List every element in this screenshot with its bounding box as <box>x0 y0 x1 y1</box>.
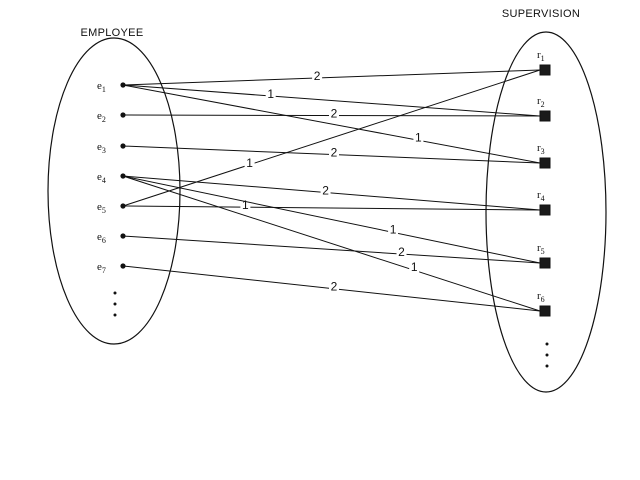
relationship-node-r1: r1 <box>537 49 551 76</box>
employee-label: e2 <box>97 110 106 124</box>
employee-node-e5: e5 <box>97 201 126 215</box>
employee-point <box>120 143 126 149</box>
edge-e5-r4 <box>122 205 541 211</box>
edge-e5-r1 <box>122 69 541 207</box>
edge-e4-r5 <box>122 175 541 264</box>
employee-continuation-dot <box>113 291 117 295</box>
relationship-node-r4: r4 <box>537 189 551 216</box>
relationship-node-r3: r3 <box>537 142 551 169</box>
relationship-label: r2 <box>537 95 545 109</box>
employee-label: e5 <box>97 201 106 215</box>
relationship-box <box>539 305 551 317</box>
supervision-set-title: SUPERVISION <box>502 8 580 20</box>
edge-label-e4-r5: 1 <box>390 223 397 237</box>
supervision-set-ellipse <box>485 31 607 393</box>
edge-label-background <box>265 87 276 100</box>
edge-label-background <box>388 223 399 236</box>
employee-continuation-dot <box>113 313 117 317</box>
edge-label-background <box>396 245 407 258</box>
employee-node-e3: e3 <box>97 141 126 155</box>
employee-point <box>120 173 126 179</box>
employee-point <box>120 203 126 209</box>
edge-label-e3-r3: 2 <box>331 146 338 160</box>
relationship-box <box>539 64 551 76</box>
edge-e1-r1 <box>122 69 541 86</box>
edge-label-e4-r6: 1 <box>411 260 418 274</box>
supervision-continuation-dot <box>545 364 549 368</box>
employee-label: e7 <box>97 261 106 275</box>
edge-label-e1-r3: 1 <box>415 131 422 145</box>
employee-label: e3 <box>97 141 106 155</box>
edge-e6-r5 <box>122 235 541 264</box>
edge-label-background <box>240 199 251 212</box>
edge-label-e5-r4: 1 <box>242 198 249 212</box>
employee-set-title: EMPLOYEE <box>81 27 144 39</box>
relationship-box <box>539 257 551 269</box>
employee-node-e4: e4 <box>97 171 126 185</box>
employee-label: e4 <box>97 171 106 185</box>
relationship-label: r5 <box>537 242 545 256</box>
relationship-box <box>539 157 551 169</box>
employee-label: e6 <box>97 231 106 245</box>
relationship-label: r6 <box>537 290 545 304</box>
supervision-continuation-dot <box>545 353 549 357</box>
employee-node-e1: e1 <box>97 80 126 94</box>
relationship-node-r2: r2 <box>537 95 551 122</box>
relationship-box <box>539 204 551 216</box>
employee-set-ellipse <box>47 37 181 345</box>
edge-label-background <box>320 184 331 197</box>
employee-point <box>120 112 126 118</box>
employee-point <box>120 263 126 269</box>
edge-label-e6-r5: 2 <box>398 245 405 259</box>
employee-node-e6: e6 <box>97 231 126 245</box>
edge-e1-r2 <box>122 84 541 117</box>
edge-e1-r3 <box>122 84 541 164</box>
edge-label-e4-r4: 2 <box>322 183 329 197</box>
employee-node-e2: e2 <box>97 110 126 124</box>
edge-label-background <box>329 280 339 293</box>
supervision-continuation-dot <box>545 342 549 346</box>
edge-label-e5-r1: 1 <box>246 156 253 170</box>
edge-label-background <box>329 146 339 159</box>
edge-e4-r6 <box>122 175 541 312</box>
relationship-box <box>539 110 551 122</box>
employee-point <box>120 82 126 88</box>
edge-label-background <box>329 107 339 120</box>
edge-label-background <box>409 261 420 274</box>
relationship-node-r5: r5 <box>537 242 551 269</box>
relationship-label: r4 <box>537 189 545 203</box>
nodes-layer: e1 e2 e3 e4 e5 e6 e7 r1 r2 r3 r4 r5 r6 <box>97 49 551 317</box>
relationship-label: r3 <box>537 142 545 156</box>
edge-e4-r4 <box>122 175 541 211</box>
edge-label-e2-r2: 2 <box>331 107 338 121</box>
edge-label-background <box>244 157 255 170</box>
edge-label-background <box>413 131 424 144</box>
edge-label-e7-r6: 2 <box>331 280 338 294</box>
employee-continuation-dot <box>113 302 117 306</box>
relationship-label: r1 <box>537 49 545 63</box>
employee-node-e7: e7 <box>97 261 126 275</box>
edge-label-background <box>312 70 323 83</box>
edge-label-e1-r2: 1 <box>267 87 274 101</box>
relationship-node-r6: r6 <box>537 290 551 317</box>
edge-label-e1-r1: 2 <box>314 69 321 83</box>
employee-point <box>120 233 126 239</box>
employee-label: e1 <box>97 80 106 94</box>
